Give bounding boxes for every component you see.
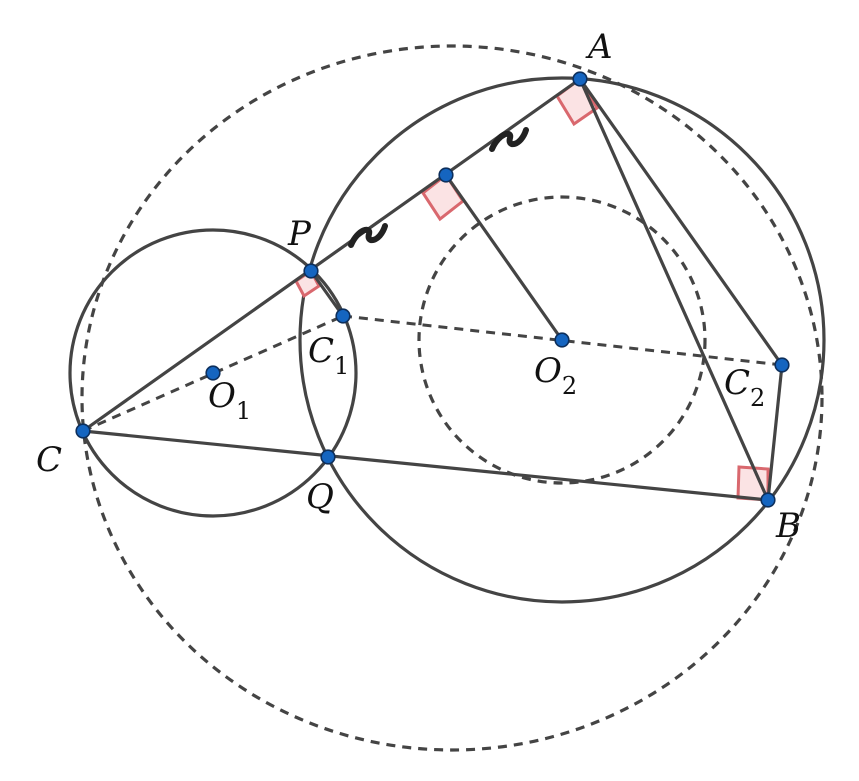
segment-a-c2 — [578, 78, 784, 366]
right-angle-markers — [294, 76, 770, 502]
label-q: Q — [306, 477, 334, 517]
point-c — [75, 423, 91, 439]
label-b: B — [775, 506, 801, 546]
circle-o2 — [298, 76, 826, 604]
point-q — [320, 449, 336, 465]
point-o2 — [554, 332, 570, 348]
circles — [68, 44, 826, 752]
point-c2 — [774, 357, 790, 373]
label-o1: O1 — [208, 376, 251, 425]
segment-p-c1 — [309, 270, 345, 317]
solid-segments — [82, 77, 784, 502]
point-p — [303, 263, 319, 279]
label-c2: C2 — [724, 363, 765, 412]
point-b — [760, 492, 776, 508]
point-c1 — [335, 308, 351, 324]
point-o1 — [205, 365, 221, 381]
point-m — [438, 167, 454, 183]
dashed-segments — [82, 314, 783, 433]
inner-dashed-circle — [417, 195, 707, 485]
points — [75, 71, 790, 508]
segment-a-b — [578, 78, 770, 501]
segment-c-b — [82, 429, 769, 502]
label-c1: C1 — [308, 331, 349, 380]
circle-o1 — [68, 228, 358, 518]
label-c: C — [36, 440, 62, 480]
label-o2: O2 — [534, 351, 577, 400]
point-a — [572, 71, 588, 87]
label-a: A — [585, 27, 613, 67]
label-p: P — [287, 214, 312, 254]
segment-m-o2 — [444, 174, 564, 341]
outer-dashed-circle — [80, 44, 824, 752]
segment-c2-b — [766, 364, 784, 501]
segment-c1-c2 — [342, 314, 783, 367]
labels: A B C P Q O1 O2 C1 C2 — [36, 27, 801, 546]
tick-mark-ma — [489, 127, 529, 152]
equal-length-ticks — [348, 127, 529, 248]
tick-mark-pm — [348, 223, 388, 248]
